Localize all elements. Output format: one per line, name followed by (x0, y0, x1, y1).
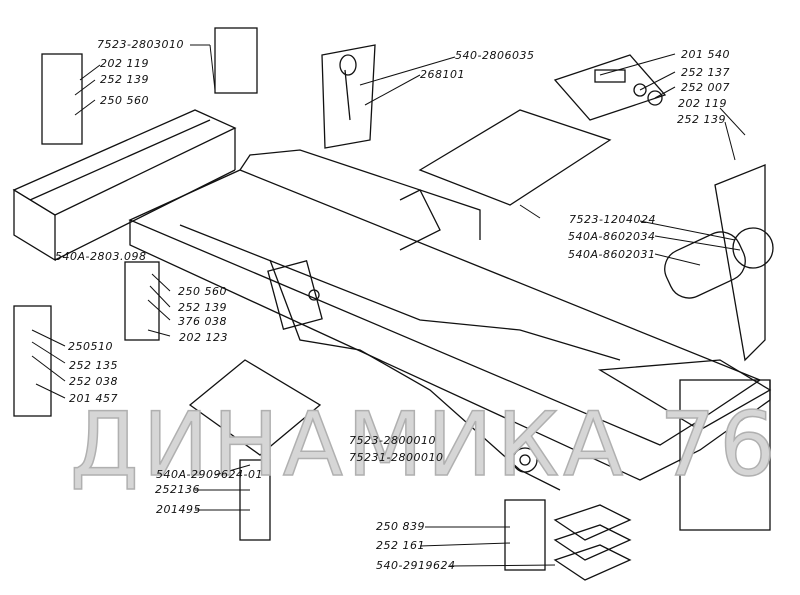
plate-bottom (188, 359, 322, 456)
label-250560-mid: 250 560 (178, 285, 227, 298)
label-540-2806035: 540-2806035 (455, 49, 535, 62)
label-202119-left: 202 119 (100, 57, 149, 70)
label-540-2919624: 540-2919624 (376, 559, 456, 572)
pad-stack (553, 504, 632, 581)
fastener-box-left (13, 305, 52, 417)
fastener-box-mid (124, 261, 160, 341)
label-376038: 376 038 (178, 315, 227, 328)
pin-ring (339, 54, 357, 76)
label-7523-2800010: 7523-2800010 (349, 434, 436, 447)
pin-shaft (344, 69, 351, 121)
label-250560-left: 250 560 (100, 94, 149, 107)
label-252007: 252 007 (681, 81, 730, 94)
label-202119-right: 202 119 (678, 97, 727, 110)
label-252137: 252 137 (681, 66, 730, 79)
label-201540: 201 540 (681, 48, 730, 61)
label-202123: 202 123 (179, 331, 228, 344)
fastener-box-top-left (41, 53, 83, 145)
fastener-box-pad (504, 499, 546, 571)
label-201495: 201495 (156, 503, 201, 516)
label-252135: 252 135 (69, 359, 118, 372)
label-75231-2800010: 75231-2800010 (349, 451, 444, 464)
label-252136: 252136 (155, 483, 200, 496)
label-7523-2803010: 7523-2803010 (97, 38, 184, 51)
bolt-box-top (553, 54, 667, 121)
label-250839: 250 839 (376, 520, 425, 533)
label-540A-8602031: 540А-8602031 (568, 248, 656, 261)
cylinder (664, 231, 746, 299)
label-540A-8602034: 540А-8602034 (568, 230, 656, 243)
pin-box (321, 44, 376, 149)
bolt-top (594, 69, 626, 83)
main-frame (128, 149, 772, 531)
label-268101: 268101 (420, 68, 465, 81)
label-252139-right: 252 139 (677, 113, 726, 126)
leader-lines (31, 44, 746, 567)
washer-top-large (647, 90, 663, 106)
side-member-left (12, 27, 258, 262)
label-540A-2909624-01: 540А-2909624-01 (156, 468, 263, 481)
label-250510: 250510 (68, 340, 113, 353)
cover-plate (418, 109, 612, 206)
label-252161: 252 161 (376, 539, 425, 552)
label-252038: 252 038 (69, 375, 118, 388)
bolt-box-bottom (239, 459, 271, 541)
round-plate (732, 227, 774, 269)
label-540A-2803098: 540А-2803.098 (55, 250, 147, 263)
right-bracket-box (714, 164, 766, 362)
label-252139-left: 252 139 (100, 73, 149, 86)
label-7523-1204024: 7523-1204024 (569, 213, 656, 226)
label-252139-mid: 252 139 (178, 301, 227, 314)
washer-top (633, 83, 647, 97)
label-201457: 201 457 (69, 392, 118, 405)
